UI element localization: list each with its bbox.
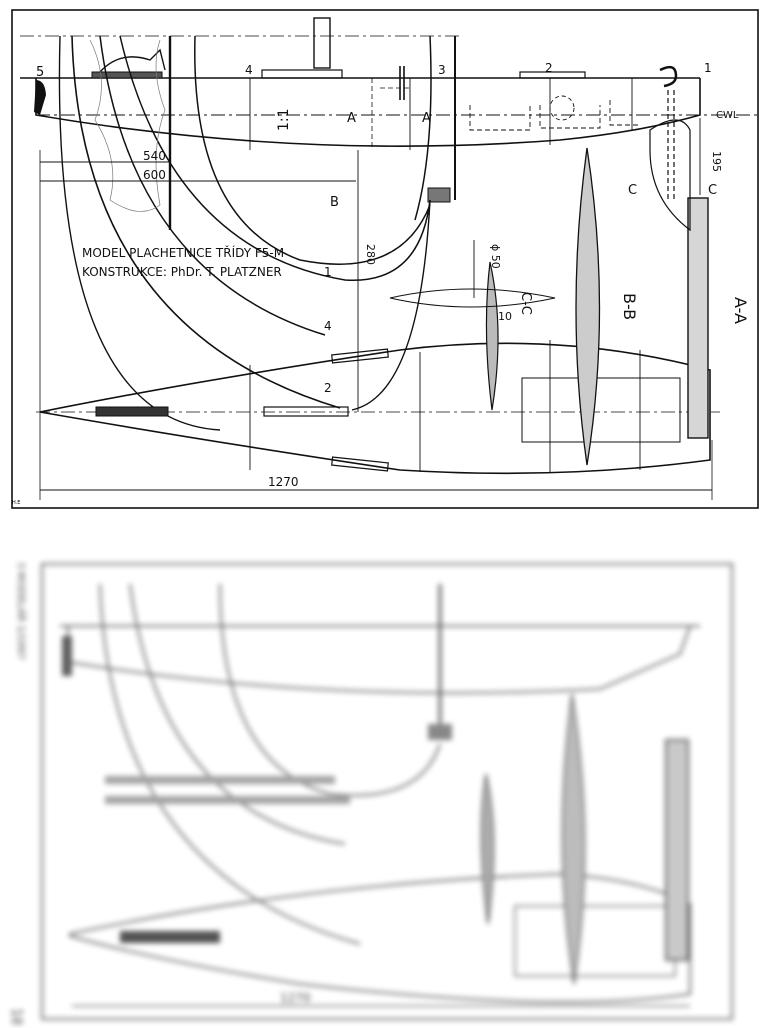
ballast-box bbox=[521, 377, 681, 443]
dim-10-label: 10 bbox=[498, 310, 512, 323]
section-mark-a-1: A bbox=[347, 111, 356, 126]
duplicate-curve-3 bbox=[219, 583, 441, 797]
fin-curve-2 bbox=[99, 35, 326, 336]
bow-post bbox=[667, 90, 675, 200]
curve-label-4: 4 bbox=[324, 319, 332, 333]
bulb-outline bbox=[39, 342, 711, 475]
section-mark-a-2: A bbox=[422, 111, 431, 126]
bulb-stations bbox=[249, 340, 641, 472]
fin-curve-trail bbox=[351, 199, 431, 411]
corner-mark: H.E bbox=[12, 500, 20, 506]
section-mark-c-2: C bbox=[708, 183, 717, 198]
section-c-plan bbox=[389, 288, 556, 308]
section-title-cc: C-C bbox=[518, 292, 533, 315]
interior-boxes bbox=[469, 100, 640, 131]
marker-3: 3 bbox=[438, 63, 446, 77]
bulb-fin-slot-a bbox=[331, 348, 389, 364]
mast-step bbox=[313, 17, 331, 69]
dim-540-label: 540 bbox=[143, 149, 166, 163]
duplicate-curve-1 bbox=[99, 583, 361, 945]
fin-curve-4 bbox=[194, 35, 431, 265]
bulb-bolt-1 bbox=[95, 406, 169, 417]
duplicate-bulb bbox=[69, 872, 691, 1003]
dim-195-label: 195 bbox=[710, 151, 723, 172]
dim-50-label: ϕ 50 bbox=[489, 244, 502, 269]
fin-curve-1 bbox=[71, 35, 341, 409]
bulb-fin-slot-b bbox=[331, 456, 389, 472]
marker-2: 2 bbox=[545, 61, 553, 75]
dim-1270-label: 1270 bbox=[268, 475, 299, 489]
duplicate-curve-2 bbox=[129, 583, 346, 845]
duplicate-side-label: 3 MODELÁŘ 1/1997 bbox=[15, 562, 28, 660]
curve-label-2: 2 bbox=[324, 381, 332, 395]
duplicate-hull bbox=[67, 625, 691, 694]
duplicate-stern bbox=[62, 636, 72, 676]
duplicate-section-c bbox=[480, 773, 495, 925]
section-mark-c-1: C bbox=[628, 183, 637, 198]
rudder-sketch bbox=[89, 39, 166, 212]
marker-5: 5 bbox=[36, 65, 44, 80]
duplicate-title-line-1 bbox=[105, 776, 335, 784]
section-b-shape bbox=[575, 147, 601, 466]
duplicate-section-a bbox=[665, 739, 689, 961]
dim-280-label: 280 bbox=[364, 244, 377, 265]
dim-600-label: 600 bbox=[143, 168, 166, 182]
section-a-shape bbox=[687, 197, 709, 439]
section-title-bb: B-B bbox=[620, 293, 639, 320]
fin-curve-5 bbox=[414, 35, 432, 221]
fin-bolt bbox=[399, 66, 405, 100]
sailboat-plan-duplicate: 1270 3 MODELÁŘ 1/1997 18 bbox=[8, 562, 733, 1026]
marker-1: 1 bbox=[704, 61, 712, 75]
mast-base bbox=[427, 187, 451, 203]
fin-curve-outer bbox=[58, 35, 221, 431]
marker-4: 4 bbox=[245, 63, 253, 77]
duplicate-box bbox=[514, 905, 676, 977]
title-line-2: KONSTRUKCE: PhDr. T. PLATZNER bbox=[82, 265, 282, 279]
duplicate-border bbox=[41, 563, 733, 1020]
title-line-1: MODEL PLACHETNICE TŘÍDY F5-M bbox=[82, 245, 284, 260]
duplicate-page-marker: 18 bbox=[8, 1008, 24, 1024]
duplicate-title-line-2 bbox=[105, 796, 350, 804]
drawing-border bbox=[11, 9, 759, 509]
station-lines bbox=[249, 78, 633, 150]
duplicate-mast-base bbox=[428, 724, 452, 740]
blurred-duplicate-sheet: 1270 3 MODELÁŘ 1/1997 18 bbox=[0, 544, 768, 1026]
curve-label-1: 1 bbox=[324, 265, 332, 279]
rudder-fitting bbox=[99, 48, 166, 73]
deck-hatch bbox=[261, 69, 343, 79]
fin-box-dash bbox=[371, 78, 410, 148]
sailboat-plan-drawing: 5 4 3 2 1 1:1 A A B C C CWL 540 600 195 … bbox=[11, 9, 760, 509]
section-a-bulb bbox=[649, 119, 691, 232]
scale-label: 1:1 bbox=[276, 108, 292, 131]
duplicate-dim-1270: 1270 bbox=[280, 991, 311, 1005]
duplicate-bolt bbox=[120, 931, 220, 943]
bulb-bolt-2 bbox=[263, 406, 349, 417]
stern-block bbox=[34, 80, 46, 115]
section-c-shape bbox=[485, 261, 499, 411]
section-title-aa: A-A bbox=[731, 297, 750, 324]
section-mark-b: B bbox=[330, 195, 339, 210]
waterline-label: CWL bbox=[716, 110, 739, 121]
battery-circle bbox=[549, 95, 575, 121]
rudder-servo-plate bbox=[91, 71, 163, 79]
bow-fitting bbox=[659, 65, 678, 88]
hull-profile bbox=[35, 78, 701, 147]
deck-plate bbox=[519, 71, 586, 79]
drawing-sheet: 5 4 3 2 1 1:1 A A B C C CWL 540 600 195 … bbox=[0, 0, 768, 512]
duplicate-section-b bbox=[561, 693, 586, 985]
fin-curve-3 bbox=[119, 35, 431, 281]
